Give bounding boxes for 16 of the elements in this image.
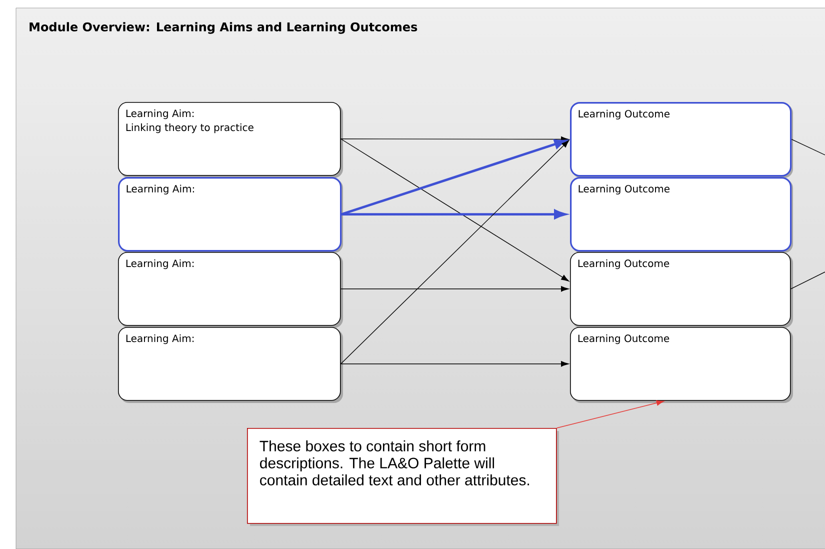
arrow (340, 286, 569, 292)
arrow (340, 140, 570, 364)
outcome-box: Learning Outcome (570, 176, 792, 252)
outcome-box: Learning Outcome (570, 327, 791, 401)
aim-box: Learning Aim: Linking theory to practice (118, 102, 341, 176)
outcome-box: Learning Outcome (570, 252, 791, 326)
arrow (556, 400, 664, 428)
outcome-box: Learning Outcome (570, 102, 792, 177)
arrow (340, 361, 569, 367)
arrow (340, 138, 569, 282)
aim-box: Learning Aim: (118, 252, 341, 326)
note-box: These boxes to contain short form descriptions. The LA&O Palette will contain detailed text and other attributes. (247, 428, 557, 524)
aim-box: Learning Aim: (118, 176, 342, 252)
arrow (340, 136, 569, 142)
aim-box: Learning Aim: (118, 327, 341, 401)
panel-title: Module Overview: Learning Aims and Learning Outcomes (30, 22, 418, 34)
